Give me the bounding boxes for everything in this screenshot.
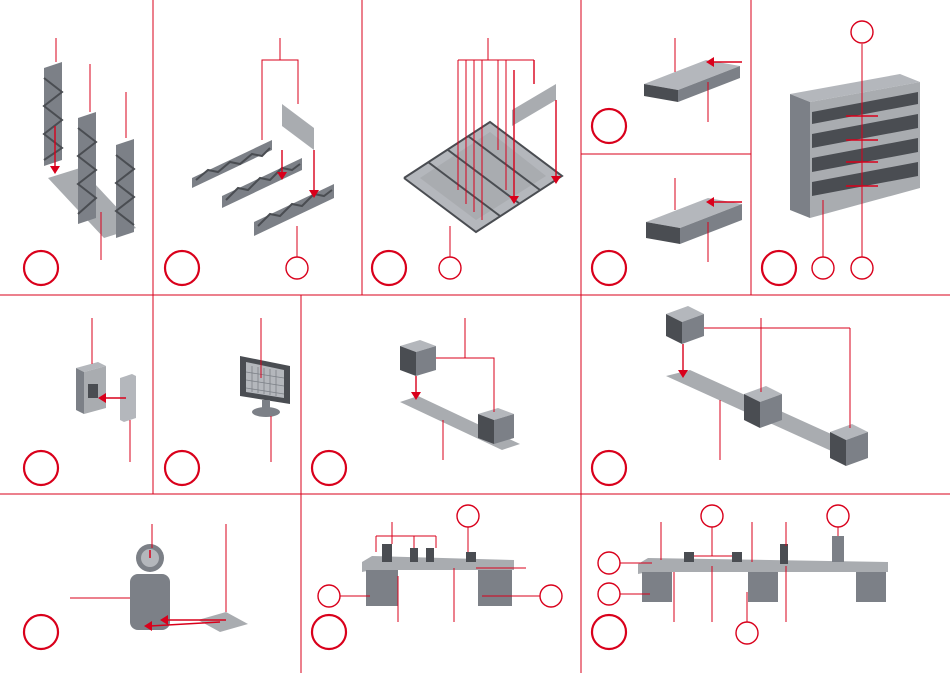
part-callout (851, 257, 873, 279)
part-callout (598, 552, 620, 574)
drawer-cabinet-end (830, 424, 868, 466)
step-callout (24, 251, 58, 285)
part-callout (812, 257, 834, 279)
step-callout (592, 109, 626, 143)
part-callout (598, 583, 620, 605)
step-shelf-rails (165, 38, 334, 285)
step-shelf-frame (372, 38, 562, 285)
step-callout (762, 251, 796, 285)
shelf-panel (512, 84, 556, 126)
drawer-cabinet-bottom (478, 408, 514, 444)
step-rack-complete (762, 21, 920, 285)
truss-rail-3 (254, 184, 334, 236)
drawer-cabinet-top (400, 340, 436, 376)
part-callout (540, 585, 562, 607)
part-callout (701, 505, 723, 527)
upright-left (44, 62, 62, 166)
step-callout (165, 451, 199, 485)
step-callout (592, 251, 626, 285)
step-callout (592, 615, 626, 649)
part-callout (439, 257, 461, 279)
step-callout (312, 615, 346, 649)
part-callout (736, 622, 758, 644)
step-desk-long (592, 505, 888, 649)
step-frame-assembly (24, 38, 136, 285)
step-callout (24, 615, 58, 649)
step-callout (165, 251, 199, 285)
part-callout (851, 21, 873, 43)
part-callout (318, 585, 340, 607)
step-callout (592, 451, 626, 485)
step-monitor (165, 318, 290, 485)
drawer-cabinet-top (666, 306, 704, 344)
part-callout (286, 257, 308, 279)
step-callout (372, 251, 406, 285)
step-tray-a (592, 38, 742, 143)
drawer-cabinet-middle (744, 386, 782, 428)
step-long-workbench (592, 306, 868, 485)
step-short-workbench (312, 318, 520, 485)
part-callout (827, 505, 849, 527)
part-callout (457, 505, 479, 527)
step-desk-short (312, 505, 562, 649)
step-panel-switch (24, 318, 136, 485)
step-clock-cabinet (24, 524, 248, 649)
step-tray-b (592, 178, 742, 285)
step-callout (312, 451, 346, 485)
step-callout (24, 451, 58, 485)
end-plate (282, 104, 314, 150)
upright-right (116, 139, 134, 238)
upright-middle (78, 112, 96, 224)
